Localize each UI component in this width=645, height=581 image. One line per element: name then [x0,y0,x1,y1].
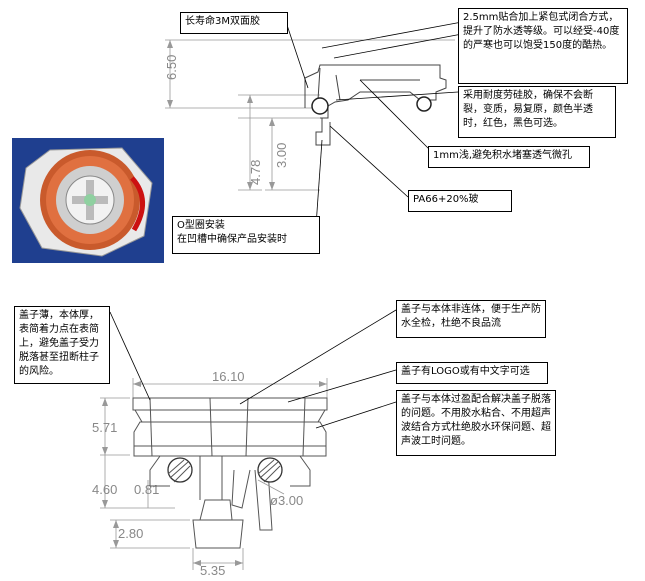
arrow-head [102,500,108,508]
arrow-head [235,560,243,566]
vent-profile-bottom [132,397,328,549]
leader-oring [315,139,323,227]
callout-oring: O型圈安装 在凹槽中确保产品安装时 [172,216,320,254]
arrow-head [102,447,108,455]
callout-interference: 盖子与本体过盈配合解决盖子脱落的问题。不用胶水粘合、不用超声波结合方式杜绝胶水环… [396,390,556,456]
callout-silicone: 采用耐度劳硅胶，确保不会断裂，变质，易复原，颜色半透时，红色，黑色可选。 [458,86,616,138]
arrow-head [247,95,253,103]
dim-1610: 16.10 [212,369,245,384]
callout-tape: 长寿命3M双面胶 [180,12,288,34]
arrow-head [269,118,275,126]
arrow-head [102,398,108,406]
leader-seal-2 [333,33,463,59]
dim-dia-300: ø3.00 [270,493,303,508]
leader-dia [257,479,285,495]
callout-seal: 2.5mm贴合加上紧包式闭合方式，提升了防水透等级。可以经受-40度的严寒也可以… [458,8,628,84]
dim-650: 6.50 [164,55,179,80]
arrow-head [167,100,173,108]
callout-material: PA66+20%玻 [408,190,512,212]
dim-571: 5.71 [92,420,117,435]
dim-478: 4.78 [248,160,263,185]
callout-logo: 盖子有LOGO或有中文字可选 [396,362,548,384]
arrow-head [193,560,201,566]
callout-shallow: 1mm浅,避免积水堵塞透气微孔 [428,146,590,168]
arrow-head [247,182,253,190]
product-render-image [12,138,164,263]
leader-tape [285,21,309,89]
oring-section-left [311,97,329,115]
leader-interference [315,401,397,429]
oring-hatch-right [257,457,283,483]
dim-535: 5.35 [200,563,225,578]
arrow-head [133,381,141,387]
leader-shallow [359,79,431,151]
leader-logo [287,369,397,403]
dim-460: 4.60 [92,482,117,497]
leader-seal [321,21,463,49]
callout-separate: 盖子与本体非连体，便于生产防水全检，杜绝不良品流 [396,300,546,338]
arrow-head [269,182,275,190]
dim-081: 0.81 [134,482,159,497]
arrow-head [113,520,119,528]
leader-material [329,125,409,198]
leader-silicone [335,91,459,101]
oring-section-right [416,96,432,112]
leader-cap-thin [109,311,151,401]
vent-profile-top [304,64,447,146]
arrow-head [113,540,119,548]
arrow-head [167,40,173,48]
callout-cap-thin: 盖子薄，本体厚，表简着力点在表简上，避免盖子受力脱落甚至扭断柱子的风险。 [14,306,110,384]
arrow-head [319,381,327,387]
dim-280: 2.80 [118,526,143,541]
leader-separate [239,309,397,405]
dim-300-top: 3.00 [274,143,289,168]
oring-hatch-left [167,457,193,483]
